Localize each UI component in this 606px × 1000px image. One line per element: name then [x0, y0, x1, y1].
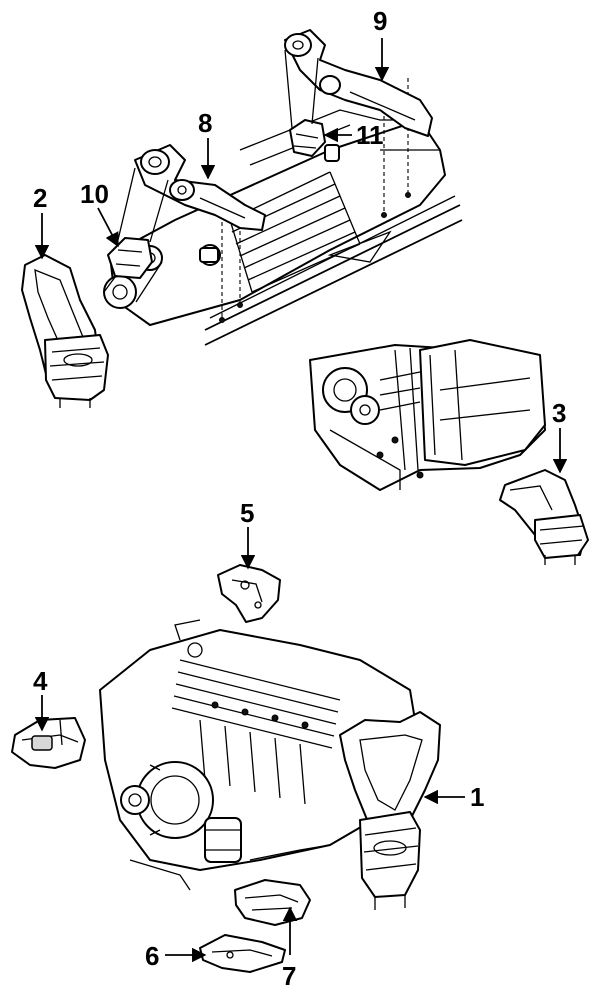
callout-10: 10: [80, 179, 109, 209]
callout-11: 11: [356, 120, 384, 150]
part-7-shield: [234, 879, 311, 926]
part-5-bracket: [217, 564, 281, 623]
callout-labels: 1 2 3 4 5 6 7 8 9 10 11: [33, 6, 566, 991]
callout-4: 4: [33, 666, 48, 696]
part-9-mount-bracket: [284, 29, 433, 137]
callout-8: 8: [198, 108, 212, 138]
callout-2: 2: [33, 183, 47, 213]
middle-engine-assembly: [309, 339, 546, 491]
leader-lines: [34, 38, 568, 963]
part-11-insulator: [289, 119, 326, 157]
callout-6: 6: [145, 941, 159, 971]
callout-3: 3: [552, 398, 566, 428]
part-10-insulator: [107, 237, 153, 279]
part-8-mount-bracket: [134, 144, 266, 231]
callout-9: 9: [373, 6, 387, 36]
part-1-motor-mount: [339, 711, 441, 910]
callout-1: 1: [470, 782, 484, 812]
part-2-motor-mount: [21, 254, 109, 408]
part-6-bracket: [199, 934, 286, 973]
lower-engine-assembly: [99, 619, 421, 891]
callout-7: 7: [282, 961, 296, 991]
part-3-motor-mount: [499, 469, 589, 565]
part-4-mount: [11, 717, 86, 769]
callout-5: 5: [240, 498, 254, 528]
